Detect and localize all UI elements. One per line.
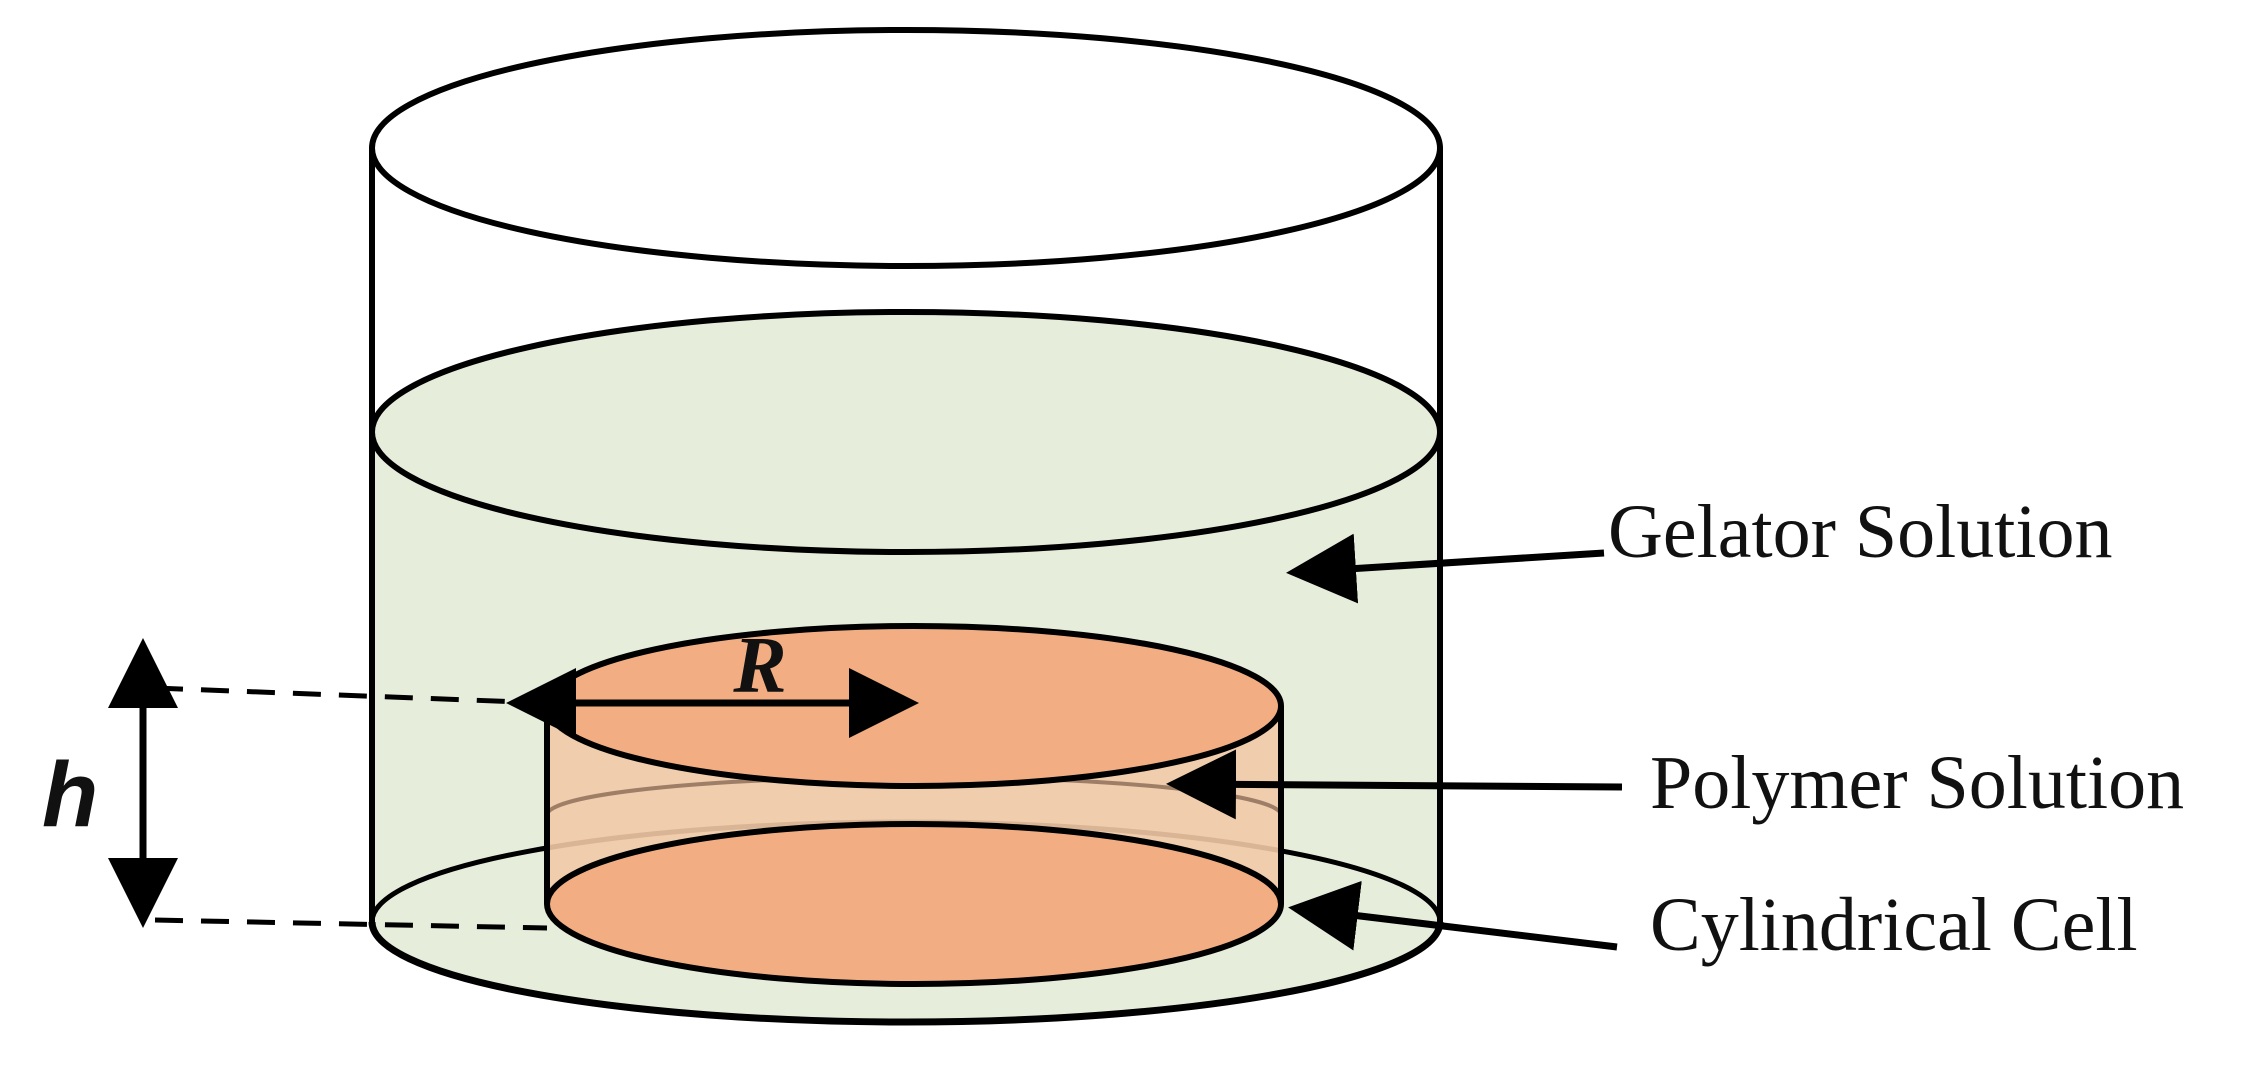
cell-bottom-disc [544,821,1284,987]
gelator-callout-arrow [1286,533,1605,604]
gelator-solution-label: Gelator Solution [1608,490,2113,574]
cylindrical-cell [544,623,1284,987]
cell-callout-arrow [1288,880,1618,951]
cylindrical-cell-label: Cylindrical Cell [1650,883,2138,967]
height-label: h [42,744,98,846]
container-top-rim [369,27,1443,269]
radius-label: R [732,622,786,710]
height-guide-top [154,685,548,706]
polymer-solution-label: Polymer Solution [1650,741,2184,825]
container-bottom-front [368,921,1444,1026]
polymer-callout-arrow [1166,749,1623,820]
height-guide-bottom [154,917,548,931]
gelator-surface [369,309,1443,555]
